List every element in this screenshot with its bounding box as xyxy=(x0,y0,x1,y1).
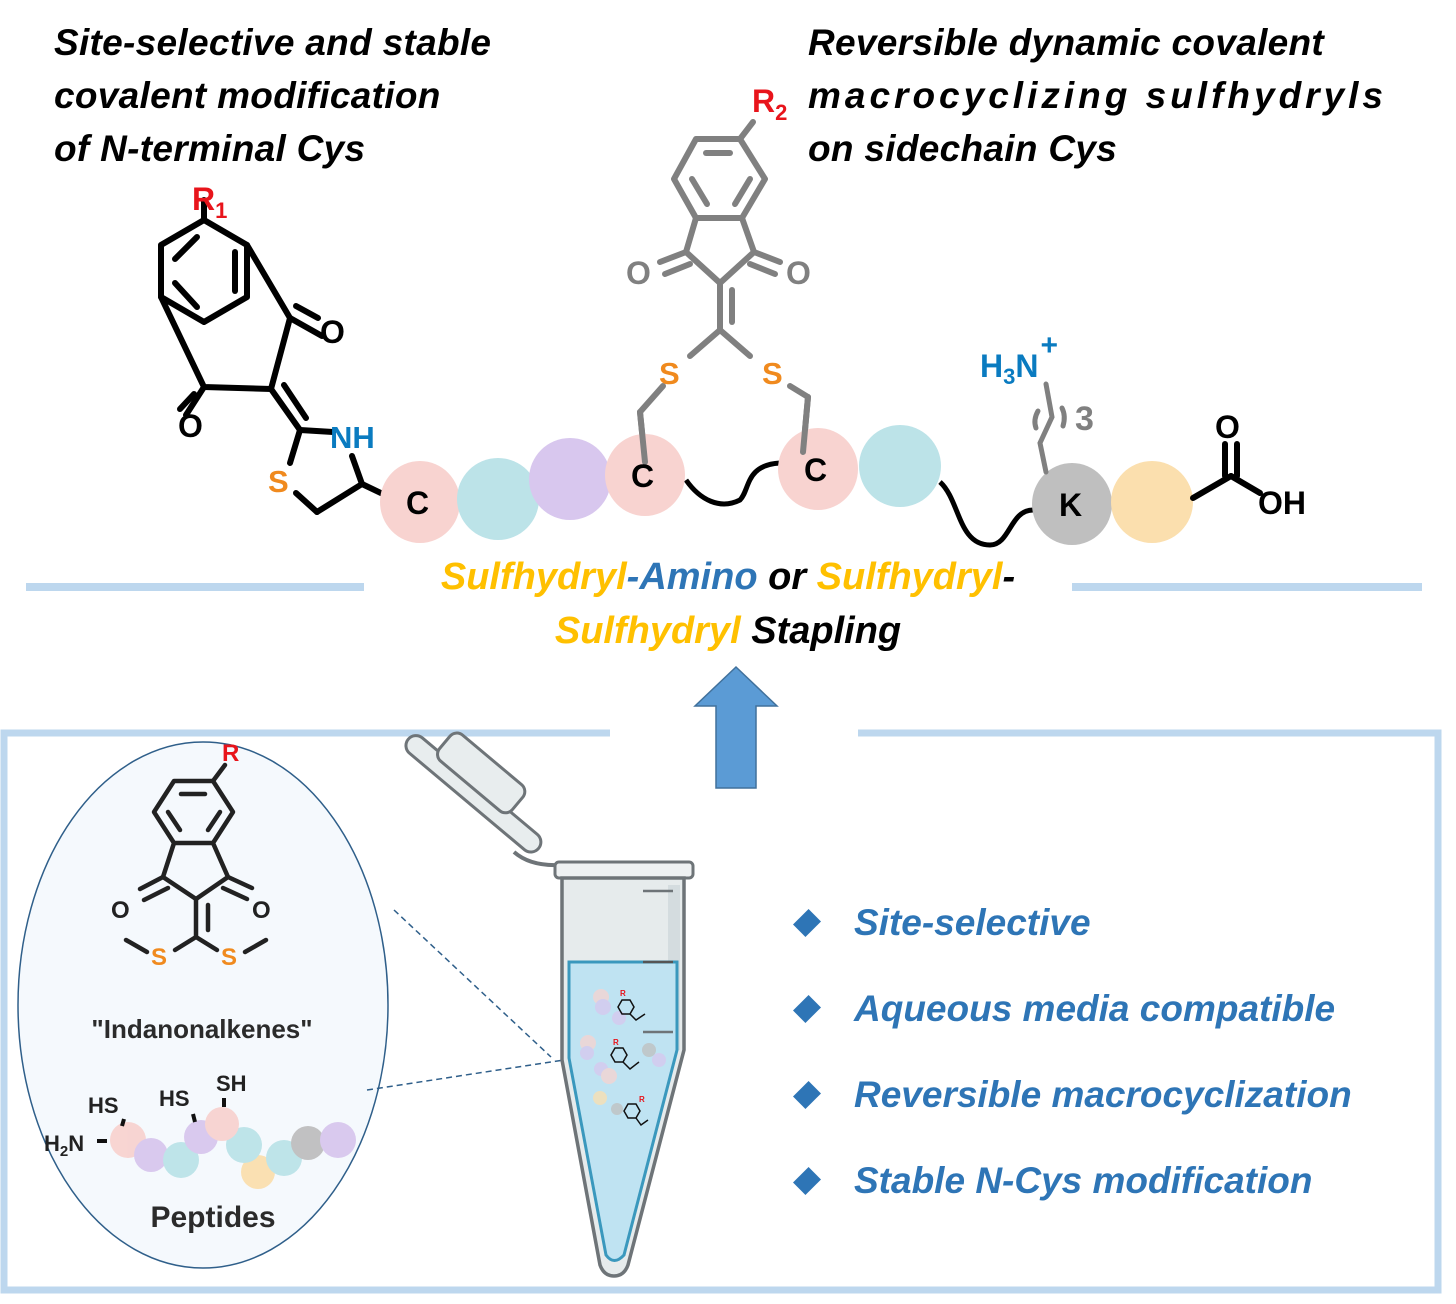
repeat-count: 3 xyxy=(1075,400,1094,438)
feature-label: Stable N-Cys modification xyxy=(854,1160,1313,1201)
frame-border xyxy=(0,729,1442,1294)
feature-label: Reversible macrocyclization xyxy=(854,1074,1352,1115)
residue xyxy=(859,425,941,507)
peptide-chain xyxy=(380,425,1193,548)
feature-label: Aqueous media compatible xyxy=(854,988,1336,1029)
heading-line: covalent modification xyxy=(54,75,441,116)
residue-label-k: K xyxy=(1059,487,1082,523)
bead xyxy=(241,1155,275,1189)
sulfur-label: S xyxy=(762,356,783,391)
feature-list: Site-selective Aqueous media compatible … xyxy=(790,880,1352,1224)
sulfur-label: S xyxy=(268,464,289,499)
oxygen-label: O xyxy=(252,897,271,924)
carboxyl-oh: OH xyxy=(1258,485,1306,521)
feature-label: Site-selective xyxy=(854,902,1091,943)
sulfur-label: S xyxy=(151,944,167,971)
diamond-bullet-icon xyxy=(792,1080,822,1110)
heading-line: Reversible dynamic covalent xyxy=(808,22,1325,63)
thiol-label: HS xyxy=(159,1086,190,1111)
heading-n-terminal-cys: Site-selective and stable covalent modif… xyxy=(54,16,491,175)
stapling-title-line-2: Sulfhydryl Stapling xyxy=(0,603,1456,659)
svg-text:R: R xyxy=(639,1095,645,1104)
inset-peptide-bonds xyxy=(97,1098,226,1143)
heading-line: on sidechain Cys xyxy=(808,128,1118,169)
residue-label-c: C xyxy=(631,458,654,494)
zoom-callout-lines xyxy=(366,909,565,1091)
lysine-sidechain xyxy=(1032,381,1067,475)
indanonalkene-structure xyxy=(123,762,269,955)
feature-item: Aqueous media compatible xyxy=(790,966,1352,1052)
oxygen-label: O xyxy=(178,408,203,444)
up-arrow-icon xyxy=(693,665,779,789)
residue-cys-n-terminal xyxy=(380,461,460,543)
carboxyl-oxygen: O xyxy=(1215,409,1240,445)
stapling-hyphen: - xyxy=(1002,556,1016,598)
svg-text:R: R xyxy=(613,1038,619,1047)
stapling-or: or xyxy=(757,556,817,598)
residue-cys xyxy=(778,428,858,510)
residue-cys xyxy=(605,434,685,516)
stapling-sulfhydryl: Sulfhydryl xyxy=(816,556,1003,598)
diamond-bullet-icon xyxy=(792,994,822,1024)
stapling-sulfhydryl: Sulfhydryl xyxy=(554,610,741,652)
feature-item: Site-selective xyxy=(790,880,1352,966)
microcentrifuge-tube-icon: R R R xyxy=(404,731,695,1278)
inset-peptide xyxy=(110,1107,356,1189)
stapling-amino: -Amino xyxy=(626,556,758,598)
bead xyxy=(205,1107,239,1141)
oxygen-label: O xyxy=(111,897,130,924)
thiol-label: HS xyxy=(88,1093,119,1118)
macrocycle-linker-structure xyxy=(637,119,811,465)
carboxyl-group xyxy=(1190,441,1263,501)
inset-ellipse xyxy=(17,741,389,1269)
r2-label: R2 xyxy=(752,83,787,125)
residue-lys xyxy=(1032,463,1112,545)
svg-text:R: R xyxy=(620,989,626,998)
residue xyxy=(457,458,539,540)
nh-label: NH xyxy=(330,420,375,455)
r-label: R xyxy=(222,740,239,767)
sulfur-label: S xyxy=(659,356,680,391)
lower-frame xyxy=(0,729,1442,1294)
feature-item: Reversible macrocyclization xyxy=(790,1052,1352,1138)
feature-item: Stable N-Cys modification xyxy=(790,1138,1352,1224)
diamond-bullet-icon xyxy=(792,1166,822,1196)
bead xyxy=(134,1138,168,1172)
thiol-label: SH xyxy=(216,1071,247,1096)
compound-name: "Indanonalkenes" xyxy=(91,1014,312,1044)
stapling-sulfhydryl: Sulfhydryl xyxy=(440,556,627,598)
stapling-title-line-1: Sulfhydryl-Amino or Sulfhydryl- xyxy=(0,549,1456,605)
diamond-bullet-icon xyxy=(792,908,822,938)
amine-label: H2N xyxy=(44,1131,84,1160)
cys-sidechain-bonds xyxy=(637,394,811,465)
ammonium-label: H3N+ xyxy=(980,329,1058,389)
residue-label-c: C xyxy=(406,485,429,521)
r1-label: R1 xyxy=(192,181,227,223)
stapling-word: Stapling xyxy=(740,610,902,652)
heading-line: macrocyclizing sulfhydryls xyxy=(808,75,1388,116)
bead xyxy=(291,1126,325,1160)
heading-line: Site-selective and stable xyxy=(54,22,492,63)
bead xyxy=(226,1127,262,1163)
oxygen-label: O xyxy=(320,314,345,350)
oxygen-label: O xyxy=(786,255,811,291)
heading-line: of N-terminal Cys xyxy=(54,128,366,169)
residue xyxy=(1111,461,1193,543)
residue-label-c: C xyxy=(804,452,827,488)
heading-sidechain-cys: Reversible dynamic covalent macrocyclizi… xyxy=(808,16,1387,175)
bead xyxy=(163,1142,199,1178)
residue xyxy=(529,438,611,520)
peptides-label: Peptides xyxy=(150,1201,275,1234)
linker-curve xyxy=(683,460,781,507)
bead xyxy=(320,1122,356,1158)
oxygen-label: O xyxy=(626,255,651,291)
linker-curve xyxy=(938,480,1034,548)
sulfur-label: S xyxy=(221,944,237,971)
